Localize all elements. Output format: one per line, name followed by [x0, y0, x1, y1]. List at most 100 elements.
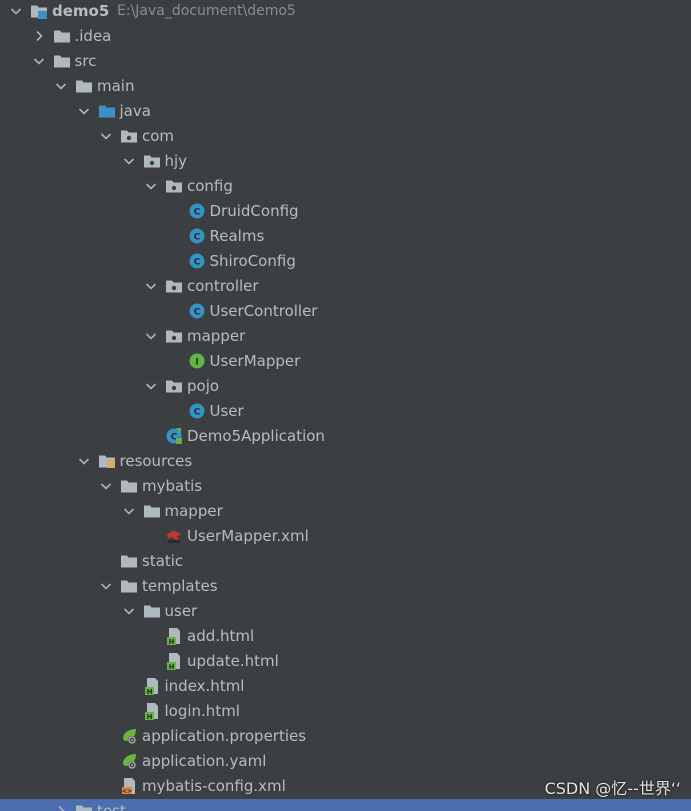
tree-node-label: mapper [187, 327, 246, 345]
html-file-icon: H [165, 627, 183, 646]
tree-node[interactable]: mapper [0, 499, 691, 524]
chevron-down-icon[interactable] [143, 178, 159, 194]
chevron-down-icon[interactable] [143, 278, 159, 294]
svg-text:H: H [146, 688, 152, 695]
tree-node[interactable]: resources [0, 449, 691, 474]
chevron-down-icon[interactable] [98, 478, 114, 494]
chevron-down-icon[interactable] [121, 153, 137, 169]
mybatis-xml-icon [165, 527, 183, 545]
tree-node-label: Realms [209, 227, 265, 245]
tree-node-label: update.html [187, 652, 279, 670]
tree-node[interactable]: mapper [0, 324, 691, 349]
project-path: E:\Java_document\demo5 [117, 3, 296, 19]
svg-text:<>: <> [122, 788, 132, 795]
spring-properties-icon [120, 727, 138, 745]
tree-node-label: mapper [164, 502, 223, 520]
chevron-down-icon[interactable] [98, 578, 114, 594]
tree-node-label: demo5 [52, 2, 110, 20]
html-file-icon: H [165, 652, 183, 671]
tree-node[interactable]: application.yaml [0, 749, 691, 774]
tree-node[interactable]: test [0, 799, 691, 811]
chevron-down-icon[interactable] [143, 378, 159, 394]
tree-node-label: static [142, 552, 184, 570]
class-icon: C [188, 227, 206, 245]
tree-node-label: User [209, 402, 244, 420]
tree-node[interactable]: application.properties [0, 724, 691, 749]
chevron-down-icon[interactable] [143, 328, 159, 344]
tree-node[interactable]: src [0, 49, 691, 74]
interface-icon: I [188, 352, 206, 370]
tree-node[interactable]: C Realms [0, 224, 691, 249]
tree-node-label: main [97, 77, 135, 95]
tree-node[interactable]: config [0, 174, 691, 199]
class-icon: C [188, 202, 206, 220]
chevron-down-icon[interactable] [31, 53, 47, 69]
chevron-down-icon[interactable] [98, 128, 114, 144]
spring-properties-icon [120, 752, 138, 770]
folder-icon [143, 502, 161, 520]
tree-node-label: test [97, 802, 126, 811]
tree-node[interactable]: pojo [0, 374, 691, 399]
folder-icon [75, 77, 93, 95]
tree-node-label: mybatis [142, 477, 203, 495]
chevron-right-icon[interactable] [53, 803, 69, 811]
tree-node[interactable]: user [0, 599, 691, 624]
folder-icon [75, 802, 93, 811]
svg-text:C: C [193, 233, 200, 243]
tree-node-label: .idea [74, 27, 112, 45]
tree-node[interactable]: demo5 E:\Java_document\demo5 [0, 0, 691, 24]
tree-node-label: user [164, 602, 198, 620]
tree-node[interactable]: templates [0, 574, 691, 599]
chevron-down-icon[interactable] [76, 103, 92, 119]
svg-text:I: I [195, 358, 198, 368]
chevron-right-icon[interactable] [31, 28, 47, 44]
tree-node[interactable]: .idea [0, 24, 691, 49]
chevron-down-icon[interactable] [121, 603, 137, 619]
package-icon [165, 177, 183, 195]
tree-node[interactable]: C User [0, 399, 691, 424]
tree-node-label: resources [119, 452, 193, 470]
resources-folder-icon [98, 452, 116, 470]
tree-node-label: UserMapper [209, 352, 301, 370]
tree-node[interactable]: <> mybatis-config.xml [0, 774, 691, 799]
tree-node[interactable]: controller [0, 274, 691, 299]
tree-node-label: Demo5Application [187, 427, 325, 445]
tree-node[interactable]: java [0, 99, 691, 124]
html-file-icon: H [143, 702, 161, 721]
folder-icon [143, 602, 161, 620]
package-icon [143, 152, 161, 170]
tree-node[interactable]: I UserMapper [0, 349, 691, 374]
tree-node-label: src [74, 52, 97, 70]
tree-node[interactable]: hjy [0, 149, 691, 174]
tree-node-label: mybatis-config.xml [142, 777, 286, 795]
chevron-down-icon[interactable] [53, 78, 69, 94]
source-folder-icon [98, 102, 116, 120]
tree-node-label: config [187, 177, 233, 195]
tree-node[interactable]: UserMapper.xml [0, 524, 691, 549]
tree-node-label: controller [187, 277, 259, 295]
svg-text:C: C [193, 408, 200, 418]
tree-node[interactable]: mybatis [0, 474, 691, 499]
tree-node[interactable]: static [0, 549, 691, 574]
folder-icon [120, 552, 138, 570]
class-icon: C [188, 302, 206, 320]
chevron-down-icon[interactable] [8, 3, 24, 19]
tree-node[interactable]: com [0, 124, 691, 149]
tree-node-label: templates [142, 577, 218, 595]
chevron-down-icon[interactable] [76, 453, 92, 469]
tree-node-label: add.html [187, 627, 255, 645]
folder-icon [120, 577, 138, 595]
class-icon: C [188, 252, 206, 270]
tree-node[interactable]: main [0, 74, 691, 99]
chevron-down-icon[interactable] [121, 503, 137, 519]
tree-node-label: application.yaml [142, 752, 267, 770]
